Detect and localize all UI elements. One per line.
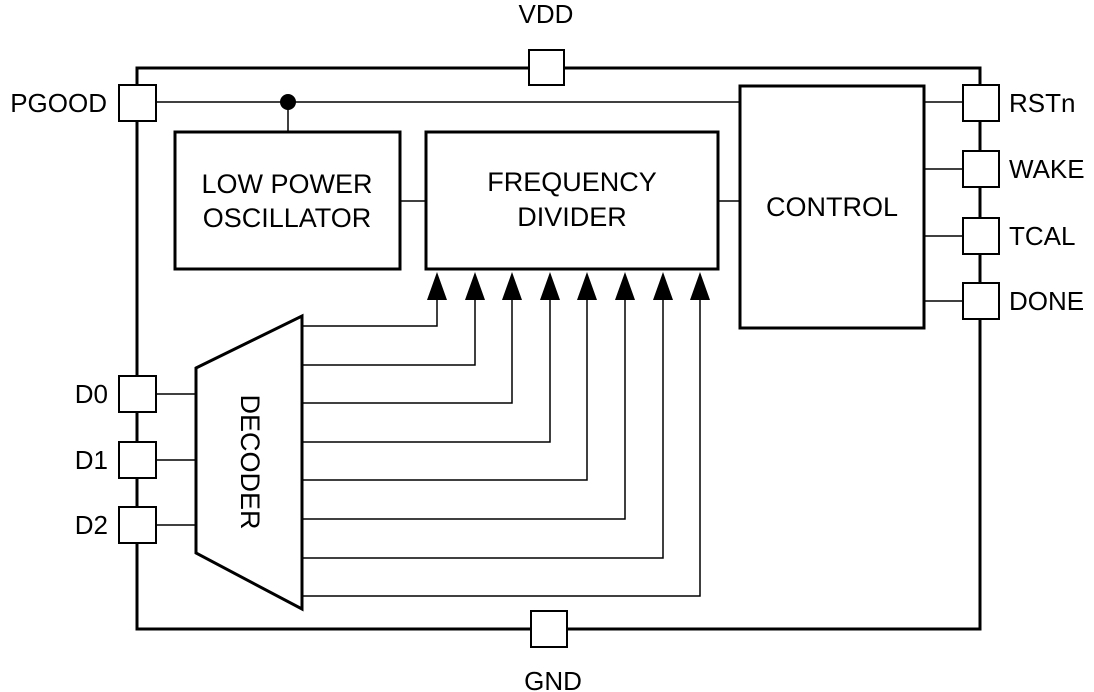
decoder-output-arrow-6 (653, 272, 673, 300)
rstn-label: RSTn (1009, 88, 1075, 118)
wake-pin (962, 150, 1000, 188)
gnd-pin (530, 610, 568, 648)
tcal-pin (962, 217, 1000, 255)
decoder-output-arrow-3 (540, 272, 560, 300)
decoder-output-arrow-7 (690, 272, 710, 300)
d2-pin (118, 506, 157, 544)
control-block (738, 84, 926, 330)
wake-label: WAKE (1009, 154, 1085, 184)
d1-label: D1 (75, 445, 108, 475)
pgood-label: PGOOD (10, 88, 107, 118)
decoder-output-arrow-1 (465, 272, 485, 300)
decoder-outputs (302, 272, 710, 597)
done-label: DONE (1009, 286, 1084, 316)
tcal-label: TCAL (1009, 221, 1075, 251)
decoder-output-wire-6 (302, 300, 664, 559)
control-label: CONTROL (766, 192, 898, 222)
frequency-divider-block (424, 130, 720, 271)
decoder-output-arrow-0 (427, 272, 447, 300)
oscillator-block (173, 130, 402, 271)
d0-label: D0 (75, 379, 108, 409)
decoder-output-wire-7 (302, 300, 701, 597)
d1-pin (118, 441, 157, 479)
d2-label: D2 (75, 510, 108, 540)
vdd-label: VDD (519, 0, 574, 29)
divider-label-line1: FREQUENCY (487, 167, 657, 197)
decoder-output-wire-0 (302, 300, 438, 327)
rstn-pin (962, 84, 1000, 122)
gnd-label: GND (524, 666, 582, 692)
decoder-output-wire-3 (302, 300, 551, 443)
vdd-pin (528, 49, 565, 86)
oscillator-label-line1: LOW POWER (201, 169, 372, 199)
decoder-output-arrow-2 (502, 272, 522, 300)
oscillator-label-line2: OSCILLATOR (203, 203, 372, 233)
decoder-output-wire-5 (302, 300, 626, 520)
decoder-output-wire-4 (302, 300, 588, 481)
decoder-output-wire-1 (302, 300, 476, 366)
decoder-output-arrow-5 (615, 272, 635, 300)
divider-label-line2: DIVIDER (517, 202, 627, 232)
done-pin (962, 282, 1000, 320)
pgood-pin (118, 84, 157, 122)
decoder-output-wire-2 (302, 300, 513, 404)
decoder-output-arrow-4 (577, 272, 597, 300)
decoder-label: DECODER (235, 394, 265, 529)
d0-pin (118, 375, 157, 413)
decoder-block (194, 313, 304, 612)
